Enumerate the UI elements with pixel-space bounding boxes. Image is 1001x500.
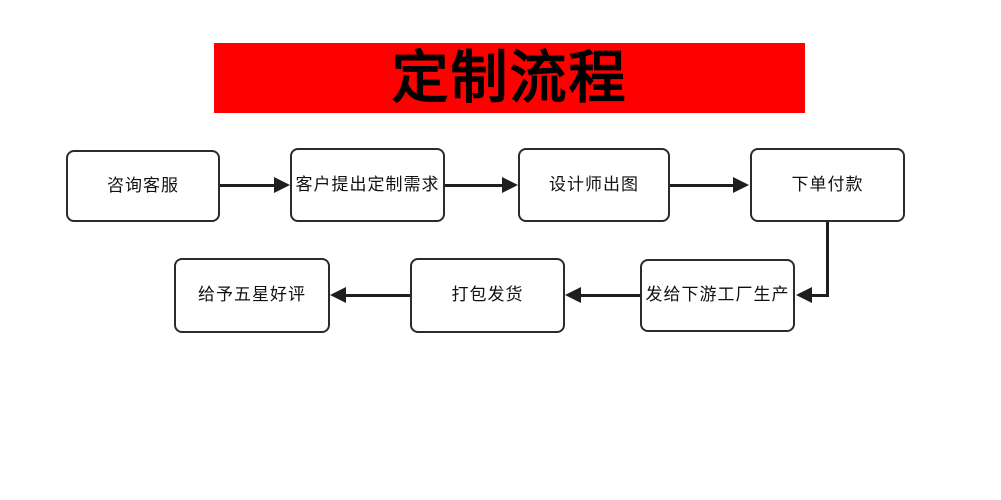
- process-node-label: 下单付款: [791, 174, 864, 195]
- arrow-left-icon: [565, 287, 581, 303]
- connector-pay-to-factory-vertical: [826, 222, 829, 297]
- title-banner: 定制流程: [214, 43, 805, 113]
- arrow-right-icon: [502, 177, 518, 193]
- process-node-ship: 打包发货: [410, 258, 565, 333]
- connector-factory-to-ship: [581, 294, 640, 297]
- connector-ship-to-review: [346, 294, 410, 297]
- process-node-label: 咨询客服: [107, 175, 179, 196]
- process-node-consult: 咨询客服: [66, 150, 220, 222]
- page-title: 定制流程: [391, 43, 628, 111]
- process-node-factory: 发给下游工厂生产: [640, 259, 795, 332]
- connector-pay-to-factory-horizontal: [812, 294, 829, 297]
- process-node-label: 打包发货: [451, 285, 524, 306]
- connector-design-to-pay: [670, 184, 734, 187]
- arrow-right-icon: [274, 177, 290, 193]
- process-node-label: 客户提出定制需求: [295, 174, 440, 195]
- process-node-design: 设计师出图: [518, 148, 670, 222]
- process-node-pay: 下单付款: [750, 148, 905, 222]
- process-node-review: 给予五星好评: [174, 258, 330, 333]
- arrow-right-icon: [733, 177, 749, 193]
- connector-request-to-design: [445, 184, 503, 187]
- arrow-left-icon: [330, 287, 346, 303]
- process-node-label: 设计师出图: [549, 174, 639, 195]
- process-node-request: 客户提出定制需求: [290, 148, 445, 222]
- process-node-label: 发给下游工厂生产: [645, 285, 790, 306]
- process-node-label: 给予五星好评: [198, 285, 306, 306]
- connector-consult-to-request: [220, 184, 276, 187]
- arrow-left-icon: [796, 287, 812, 303]
